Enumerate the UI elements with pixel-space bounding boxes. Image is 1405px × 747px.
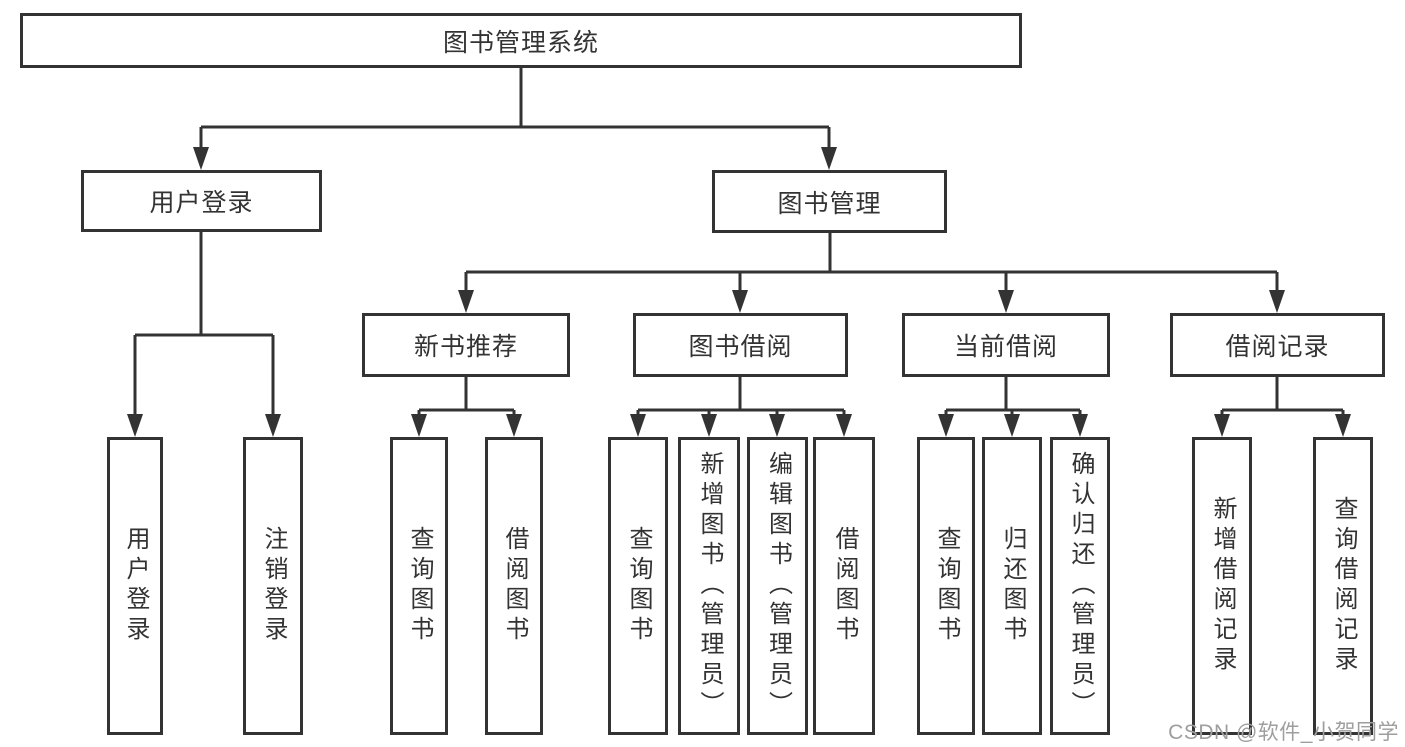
node-logout-leaf: 注销登录	[243, 437, 303, 735]
node-new-book-rec: 新书推荐	[362, 313, 570, 377]
arrow-to-borrow-records	[1269, 290, 1285, 313]
arrow-to-query-book-current	[938, 414, 954, 437]
node-query-book-borrow: 查询图书	[608, 437, 668, 735]
node-user-login-branch: 用户登录	[81, 170, 322, 232]
node-label: 用户登录	[122, 526, 149, 646]
csdn-watermark: CSDN @软件_小贺同学	[1168, 721, 1399, 744]
connector-book-mgmt-split	[464, 233, 1279, 295]
node-label: 新增借阅记录	[1209, 496, 1236, 676]
node-add-book-admin: 新增图书（管理员）	[678, 437, 740, 735]
connector-user-login-split	[133, 232, 275, 419]
node-add-borrow-record: 新增借阅记录	[1192, 437, 1252, 735]
arrow-to-add-borrow-record	[1214, 414, 1230, 437]
node-edit-book-admin: 编辑图书（管理员）	[747, 437, 808, 735]
arrow-to-new-book-rec	[458, 290, 474, 313]
node-label: 归还图书	[999, 526, 1026, 646]
node-query-book-rec: 查询图书	[390, 437, 448, 735]
arrow-to-user-login-leaf	[127, 414, 143, 437]
connector-new-book-split	[417, 377, 516, 419]
node-label: 编辑图书（管理员）	[764, 451, 792, 721]
node-label: 查询图书	[406, 526, 433, 646]
node-current-borrow: 当前借阅	[902, 313, 1110, 377]
connector-borrow-records-split	[1220, 377, 1345, 419]
node-label: 注销登录	[260, 526, 287, 646]
node-borrow-book-leaf: 借阅图书	[813, 437, 875, 735]
node-query-borrow-record: 查询借阅记录	[1313, 437, 1373, 735]
connector-current-borrow-split	[944, 377, 1082, 419]
arrow-to-user-login-branch	[193, 147, 209, 170]
arrow-to-borrow-book-rec	[506, 414, 522, 437]
node-label: 借阅图书	[501, 526, 528, 646]
arrow-to-book-mgmt-branch	[821, 147, 837, 170]
node-label: 新增图书（管理员）	[696, 451, 723, 721]
node-borrow-book-rec: 借阅图书	[485, 437, 543, 735]
node-label: 查询图书	[933, 526, 960, 646]
arrow-to-query-book-borrow	[630, 414, 646, 437]
node-label: 查询图书	[625, 526, 652, 646]
arrow-to-query-book-rec	[411, 414, 427, 437]
node-label: 确认归还（管理员）	[1067, 451, 1094, 721]
arrow-to-confirm-return-admin	[1072, 414, 1088, 437]
node-borrow-records: 借阅记录	[1170, 313, 1385, 377]
arrow-to-current-borrow	[998, 290, 1014, 313]
node-root: 图书管理系统	[20, 13, 1022, 68]
arrow-to-borrow-book-leaf	[836, 414, 852, 437]
node-user-login-leaf: 用户登录	[107, 437, 163, 735]
arrow-to-edit-book-admin	[769, 414, 785, 437]
arrow-to-logout-leaf	[265, 414, 281, 437]
node-label: 查询借阅记录	[1330, 496, 1357, 676]
node-query-book-current: 查询图书	[917, 437, 975, 735]
connector-book-borrow-split	[636, 377, 846, 419]
node-return-book: 归还图书	[982, 437, 1042, 735]
node-book-borrow: 图书借阅	[633, 313, 848, 377]
arrow-to-return-book	[1004, 414, 1020, 437]
arrow-to-query-borrow-record	[1335, 414, 1351, 437]
arrow-to-add-book-admin	[701, 414, 717, 437]
node-confirm-return-admin: 确认归还（管理员）	[1050, 437, 1110, 735]
arrow-to-book-borrow	[732, 290, 748, 313]
node-book-mgmt-branch: 图书管理	[712, 170, 947, 233]
node-label: 借阅图书	[831, 526, 858, 646]
connector-root-split	[199, 68, 831, 151]
